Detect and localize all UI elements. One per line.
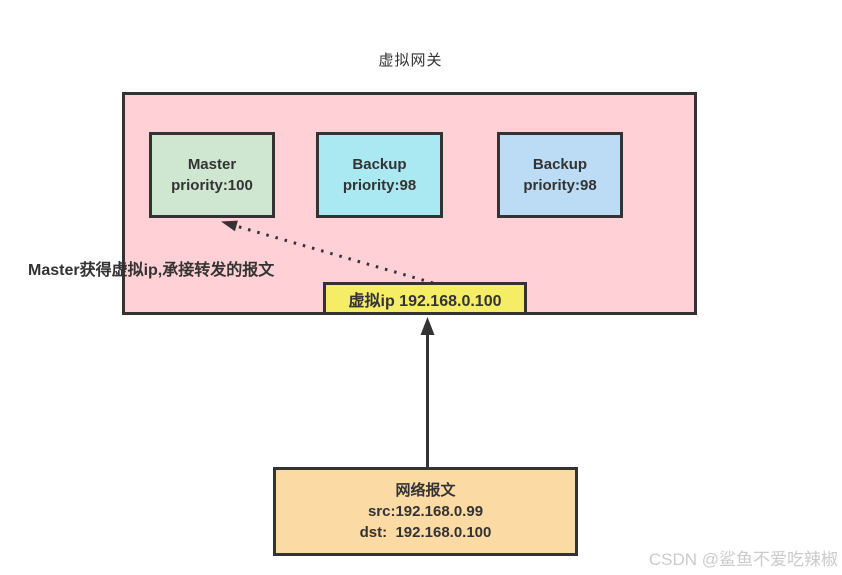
csdn-watermark: CSDN @鲨鱼不爱吃辣椒 <box>648 550 838 569</box>
master-node-name: Master <box>187 156 237 173</box>
diagram-title: 虚拟网关 <box>378 52 443 69</box>
packet-src: src:192.168.0.99 <box>367 503 484 520</box>
packet-title: 网络报文 <box>395 482 456 499</box>
backup-node-2: Backup priority:98 <box>497 132 623 218</box>
virtual-ip-label: 虚拟ip 192.168.0.100 <box>348 292 502 310</box>
packet-dst: dst: 192.168.0.100 <box>359 524 492 541</box>
virtual-ip-box: 虚拟ip 192.168.0.100 <box>323 282 527 315</box>
network-packet-box: 网络报文 src:192.168.0.99 dst: 192.168.0.100 <box>273 467 578 556</box>
backup-node-1: Backup priority:98 <box>316 132 443 218</box>
solid-arrow-packet-to-vip <box>420 317 435 467</box>
master-annotation: Master获得虚拟ip,承接转发的报文 <box>28 262 275 279</box>
backup-node-2-priority: priority:98 <box>523 177 597 194</box>
master-node: Master priority:100 <box>149 132 275 218</box>
backup-node-1-name: Backup <box>352 156 407 173</box>
master-node-priority: priority:100 <box>171 177 253 194</box>
backup-node-1-priority: priority:98 <box>342 177 417 194</box>
backup-node-2-name: Backup <box>532 156 588 173</box>
